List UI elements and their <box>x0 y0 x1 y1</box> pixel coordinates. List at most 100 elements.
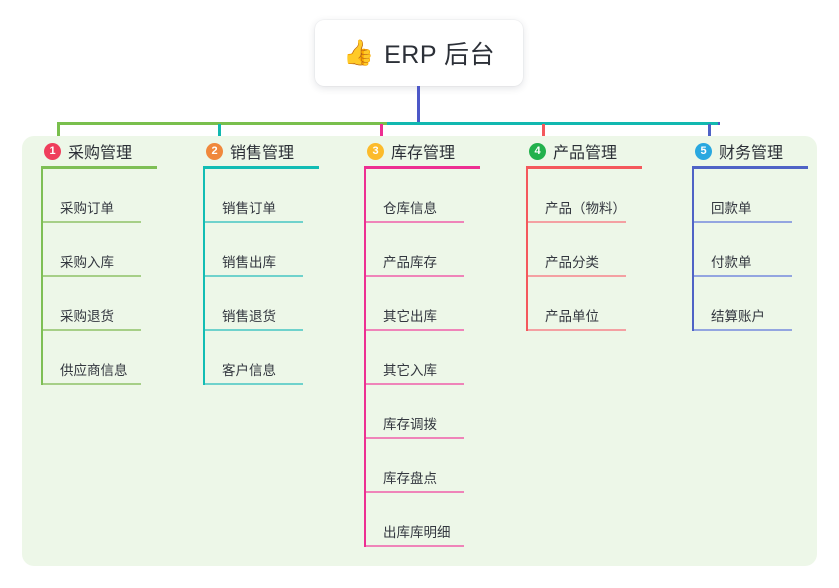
branch-header-rule <box>364 166 480 169</box>
leaf-label: 产品库存 <box>383 255 437 270</box>
branch-column-5: 5 财务管理回款单付款单结算账户 <box>683 136 808 331</box>
leaf-item[interactable]: 产品库存 <box>364 223 480 277</box>
branch-header-rule <box>41 166 157 169</box>
leaf-rule <box>366 437 464 439</box>
leaf-rule <box>205 383 303 385</box>
branch-column-2: 2 销售管理销售订单销售出库销售退货客户信息 <box>194 136 319 385</box>
leaf-label: 产品（物料） <box>545 201 626 216</box>
leaf-item[interactable]: 库存盘点 <box>364 439 480 493</box>
leaf-item[interactable]: 其它入库 <box>364 331 480 385</box>
leaf-label: 产品单位 <box>545 309 599 324</box>
branch-title: 财务管理 <box>719 145 784 162</box>
leaf-item[interactable]: 出库库明细 <box>364 493 480 547</box>
leaf-item[interactable]: 产品单位 <box>526 277 642 331</box>
branch-title: 产品管理 <box>553 145 618 162</box>
leaf-rule <box>205 221 303 223</box>
branch-title: 采购管理 <box>68 145 133 162</box>
branch-spine <box>364 169 366 547</box>
leaf-label: 其它入库 <box>383 363 437 378</box>
leaf-label: 库存调拨 <box>383 417 437 432</box>
branch-leaf-list: 采购订单采购入库采购退货供应商信息 <box>41 169 157 385</box>
leaf-item[interactable]: 销售订单 <box>203 169 319 223</box>
leaf-label: 供应商信息 <box>60 363 128 378</box>
leaf-rule <box>43 221 141 223</box>
branch-number-badge: 5 <box>695 142 712 160</box>
leaf-label: 销售出库 <box>222 255 276 270</box>
leaf-item[interactable]: 供应商信息 <box>41 331 157 385</box>
branch-header-rule <box>526 166 642 169</box>
branch-number-badge: 2 <box>206 142 223 160</box>
branch-spine <box>41 169 43 385</box>
leaf-rule <box>694 275 792 277</box>
leaf-rule <box>528 329 626 331</box>
leaf-item[interactable]: 销售退货 <box>203 277 319 331</box>
branch-title: 库存管理 <box>391 145 456 162</box>
leaf-item[interactable]: 仓库信息 <box>364 169 480 223</box>
leaf-label: 付款单 <box>711 255 752 270</box>
leaf-rule <box>694 329 792 331</box>
leaf-rule <box>43 275 141 277</box>
branch-header-5[interactable]: 5 财务管理 <box>683 136 808 166</box>
leaf-rule <box>528 275 626 277</box>
branch-leaf-list: 销售订单销售出库销售退货客户信息 <box>203 169 319 385</box>
leaf-rule <box>366 329 464 331</box>
root-trunk-line <box>417 86 420 124</box>
branch-header-4[interactable]: 4 产品管理 <box>517 136 642 166</box>
leaf-rule <box>43 383 141 385</box>
leaf-rule <box>43 329 141 331</box>
root-node[interactable]: 👍 ERP 后台 <box>315 20 523 86</box>
branch-spine <box>203 169 205 385</box>
branch-column-3: 3 库存管理仓库信息产品库存其它出库其它入库库存调拨库存盘点出库库明细 <box>355 136 480 547</box>
leaf-rule <box>366 491 464 493</box>
leaf-item[interactable]: 采购退货 <box>41 277 157 331</box>
leaf-rule <box>205 329 303 331</box>
leaf-rule <box>366 383 464 385</box>
leaf-label: 采购订单 <box>60 201 114 216</box>
leaf-label: 产品分类 <box>545 255 599 270</box>
leaf-rule <box>366 545 464 547</box>
leaf-label: 结算账户 <box>711 309 765 324</box>
root-title: ERP 后台 <box>384 41 496 69</box>
branch-title: 销售管理 <box>230 145 295 162</box>
leaf-label: 仓库信息 <box>383 201 437 216</box>
leaf-item[interactable]: 库存调拨 <box>364 385 480 439</box>
leaf-label: 回款单 <box>711 201 752 216</box>
thumbs-up-icon: 👍 <box>342 38 375 67</box>
leaf-label: 客户信息 <box>222 363 276 378</box>
leaf-label: 采购入库 <box>60 255 114 270</box>
branch-leaf-list: 产品（物料） 产品分类产品单位 <box>526 169 642 331</box>
connector-segment-2 <box>387 122 718 125</box>
branch-header-rule <box>692 166 808 169</box>
leaf-rule <box>205 275 303 277</box>
branch-spine <box>526 169 528 331</box>
leaf-label: 出库库明细 <box>383 525 451 540</box>
leaf-rule <box>694 221 792 223</box>
leaf-item[interactable]: 采购订单 <box>41 169 157 223</box>
leaf-item[interactable]: 结算账户 <box>692 277 808 331</box>
branch-leaf-list: 回款单付款单结算账户 <box>692 169 808 331</box>
leaf-item[interactable]: 付款单 <box>692 223 808 277</box>
branch-header-rule <box>203 166 319 169</box>
leaf-item[interactable]: 产品分类 <box>526 223 642 277</box>
branch-number-badge: 4 <box>529 142 546 160</box>
leaf-label: 采购退货 <box>60 309 114 324</box>
leaf-item[interactable]: 客户信息 <box>203 331 319 385</box>
leaf-item[interactable]: 销售出库 <box>203 223 319 277</box>
branch-number-badge: 3 <box>367 142 384 160</box>
branch-header-2[interactable]: 2 销售管理 <box>194 136 319 166</box>
leaf-item[interactable]: 产品（物料） <box>526 169 642 223</box>
leaf-item[interactable]: 回款单 <box>692 169 808 223</box>
branch-spine <box>692 169 694 331</box>
leaf-label: 库存盘点 <box>383 471 437 486</box>
leaf-item[interactable]: 采购入库 <box>41 223 157 277</box>
leaf-item[interactable]: 其它出库 <box>364 277 480 331</box>
leaf-label: 其它出库 <box>383 309 437 324</box>
connector-segment-1 <box>57 122 387 125</box>
branch-column-4: 4 产品管理产品（物料） 产品分类产品单位 <box>517 136 642 331</box>
leaf-rule <box>366 221 464 223</box>
branch-header-3[interactable]: 3 库存管理 <box>355 136 480 166</box>
